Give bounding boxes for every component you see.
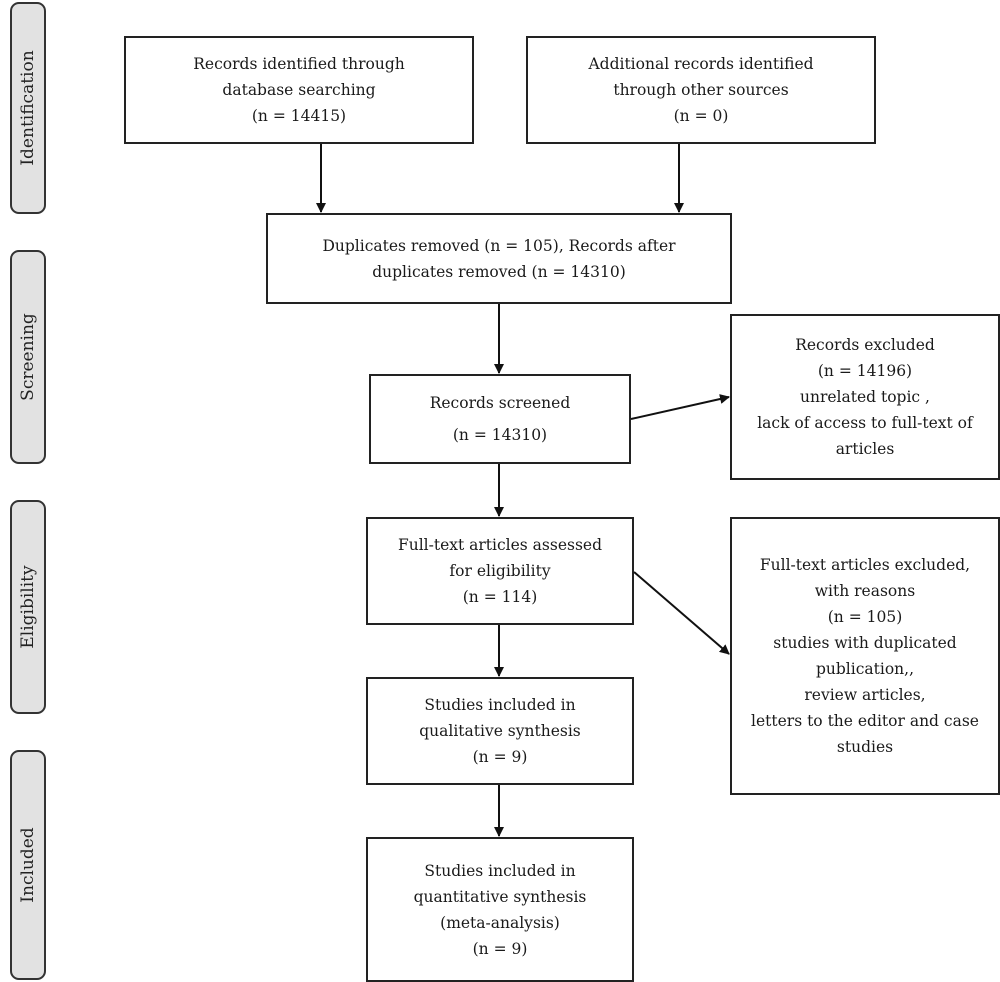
fulltext-excluded-line-2: with reasons xyxy=(814,582,916,600)
box-qualitative-synthesis: Studies included in qualitative synthesi… xyxy=(366,677,634,785)
quantitative-line-1: Studies included in xyxy=(424,861,576,880)
fulltext-line-1: Full-text articles assessed xyxy=(397,536,603,554)
fulltext-excluded-reason-1b: publication,, xyxy=(815,660,915,678)
excluded-reason-1: unrelated topic , xyxy=(800,388,930,406)
other-sources-line-1: Additional records identified xyxy=(588,55,814,73)
other-sources-count: (n = 0) xyxy=(673,107,729,125)
box-quantitative-synthesis: Studies included in quantitative synthes… xyxy=(366,837,634,982)
fulltext-excluded-reason-3: letters to the editor and case xyxy=(751,712,979,730)
box-records-screened: Records screened (n = 14310) xyxy=(369,374,631,464)
quantitative-count: (n = 9) xyxy=(472,939,528,958)
stage-included: Included xyxy=(10,750,46,980)
stage-identification: Identification xyxy=(10,2,46,214)
qualitative-count: (n = 9) xyxy=(472,748,528,766)
excluded-reason-2b: articles xyxy=(835,440,895,458)
stage-screening: Screening xyxy=(10,250,46,464)
arrow-screened-to-excluded xyxy=(630,394,730,420)
stage-eligibility: Eligibility xyxy=(10,500,46,714)
arrow-fulltext-to-excluded xyxy=(633,571,730,655)
excluded-reason-2: lack of access to full-text of xyxy=(757,414,973,432)
qualitative-line-2: qualitative synthesis xyxy=(419,722,581,740)
db-search-line-2: database searching xyxy=(222,81,376,99)
box-other-sources: Additional records identified through ot… xyxy=(526,36,876,144)
fulltext-excluded-line-1: Full-text articles excluded, xyxy=(759,556,971,574)
box-fulltext-assessed: Full-text articles assessed for eligibil… xyxy=(366,517,634,625)
other-sources-line-2: through other sources xyxy=(613,81,789,99)
fulltext-excluded-reason-1: studies with duplicated xyxy=(773,634,957,652)
quantitative-line-2: quantitative synthesis xyxy=(413,887,587,906)
qualitative-line-1: Studies included in xyxy=(424,696,576,714)
db-search-count: (n = 14415) xyxy=(251,107,347,125)
box-fulltext-excluded: Full-text articles excluded, with reason… xyxy=(730,517,1000,795)
box-duplicates-removed: Duplicates removed (n = 105), Records af… xyxy=(266,213,732,304)
box-records-excluded: Records excluded (n = 14196) unrelated t… xyxy=(730,314,1000,480)
quantitative-line-3: (meta-analysis) xyxy=(440,913,560,932)
excluded-line-1: Records excluded xyxy=(795,336,935,354)
screened-count: (n = 14310) xyxy=(452,426,548,444)
db-search-line-1: Records identified through xyxy=(193,55,405,73)
fulltext-count: (n = 114) xyxy=(462,588,538,606)
fulltext-excluded-reason-3b: studies xyxy=(836,738,894,756)
fulltext-excluded-reason-2: review articles, xyxy=(804,686,926,704)
screened-line-1: Records screened xyxy=(429,394,571,412)
excluded-count: (n = 14196) xyxy=(817,362,913,380)
duplicates-line-1: Duplicates removed (n = 105), Records af… xyxy=(322,236,676,255)
fulltext-excluded-count: (n = 105) xyxy=(827,608,903,626)
duplicates-line-2: duplicates removed (n = 14310) xyxy=(372,262,626,281)
box-database-search: Records identified through database sear… xyxy=(124,36,474,144)
fulltext-line-2: for eligibility xyxy=(449,562,551,580)
